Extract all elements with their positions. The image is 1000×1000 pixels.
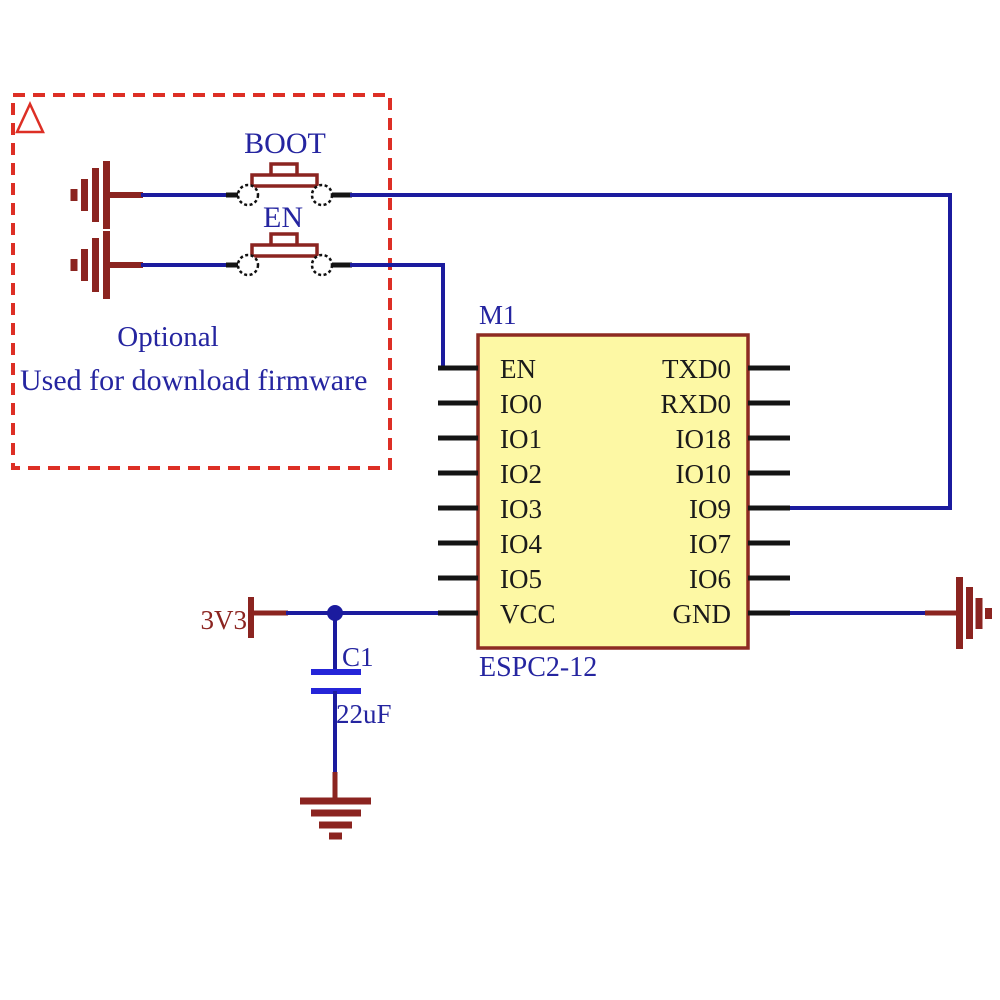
ic-part-number: ESPC2-12: [479, 652, 597, 683]
wire-boot-to-io9: [350, 193, 952, 510]
ic-pin-label: EN: [500, 354, 536, 384]
en-ground-symbol: [70, 231, 143, 299]
boot-switch: BOOT: [236, 127, 334, 207]
ic-pin-label: TXD0: [662, 354, 731, 384]
en-switch: EN: [236, 201, 334, 277]
ic-pin-label: IO4: [500, 529, 542, 559]
note-line-1: Optional: [117, 321, 219, 353]
ic-pin-label: IO10: [676, 459, 732, 489]
ic-pin-label: IO7: [689, 529, 731, 559]
ic-pin-label: IO5: [500, 564, 542, 594]
ic-refdes: M1: [479, 300, 517, 330]
switch-terminal: [236, 183, 260, 207]
ic-pin-label: IO0: [500, 389, 542, 419]
power-net-label: 3V3: [201, 605, 248, 635]
power-port-3v3: 3V3: [201, 597, 288, 638]
switch-body: [250, 243, 319, 258]
ic-pin-label: IO2: [500, 459, 542, 489]
triangle-marker-icon: [15, 101, 45, 134]
ic-pin-label: RXD0: [660, 389, 731, 419]
capacitor-value: 22uF: [336, 699, 392, 729]
boot-ground-symbol: [70, 161, 143, 229]
switch-terminal: [310, 253, 334, 277]
switch-terminal: [310, 183, 334, 207]
capacitor-c1: C1 22uF: [311, 611, 392, 774]
switch-body: [250, 173, 319, 188]
ic-espc2-12: M1 ESPC2-12 EN IO0 IO1 IO2 IO3 IO4 IO5 V…: [438, 300, 790, 683]
switch-terminal: [236, 253, 260, 277]
capacitor-ground-symbol: [300, 772, 371, 840]
ic-pin-label: GND: [673, 599, 732, 629]
ic-pin-label: IO6: [689, 564, 731, 594]
capacitor-refdes: C1: [342, 642, 374, 672]
gnd-ground-symbol: [925, 577, 992, 649]
ic-pin-label: VCC: [500, 599, 556, 629]
boot-switch-label: BOOT: [244, 127, 326, 160]
en-switch-label: EN: [263, 201, 303, 234]
optional-note-box: [11, 93, 392, 470]
note-line-2: Used for download firmware: [20, 364, 367, 397]
ic-pin-label: IO9: [689, 494, 731, 524]
ic-body: [476, 333, 750, 650]
wire-en-to-en-pin: [350, 263, 450, 370]
ic-pin-label: IO3: [500, 494, 542, 524]
ic-pin-label: IO18: [676, 424, 732, 454]
ic-pin-label: IO1: [500, 424, 542, 454]
